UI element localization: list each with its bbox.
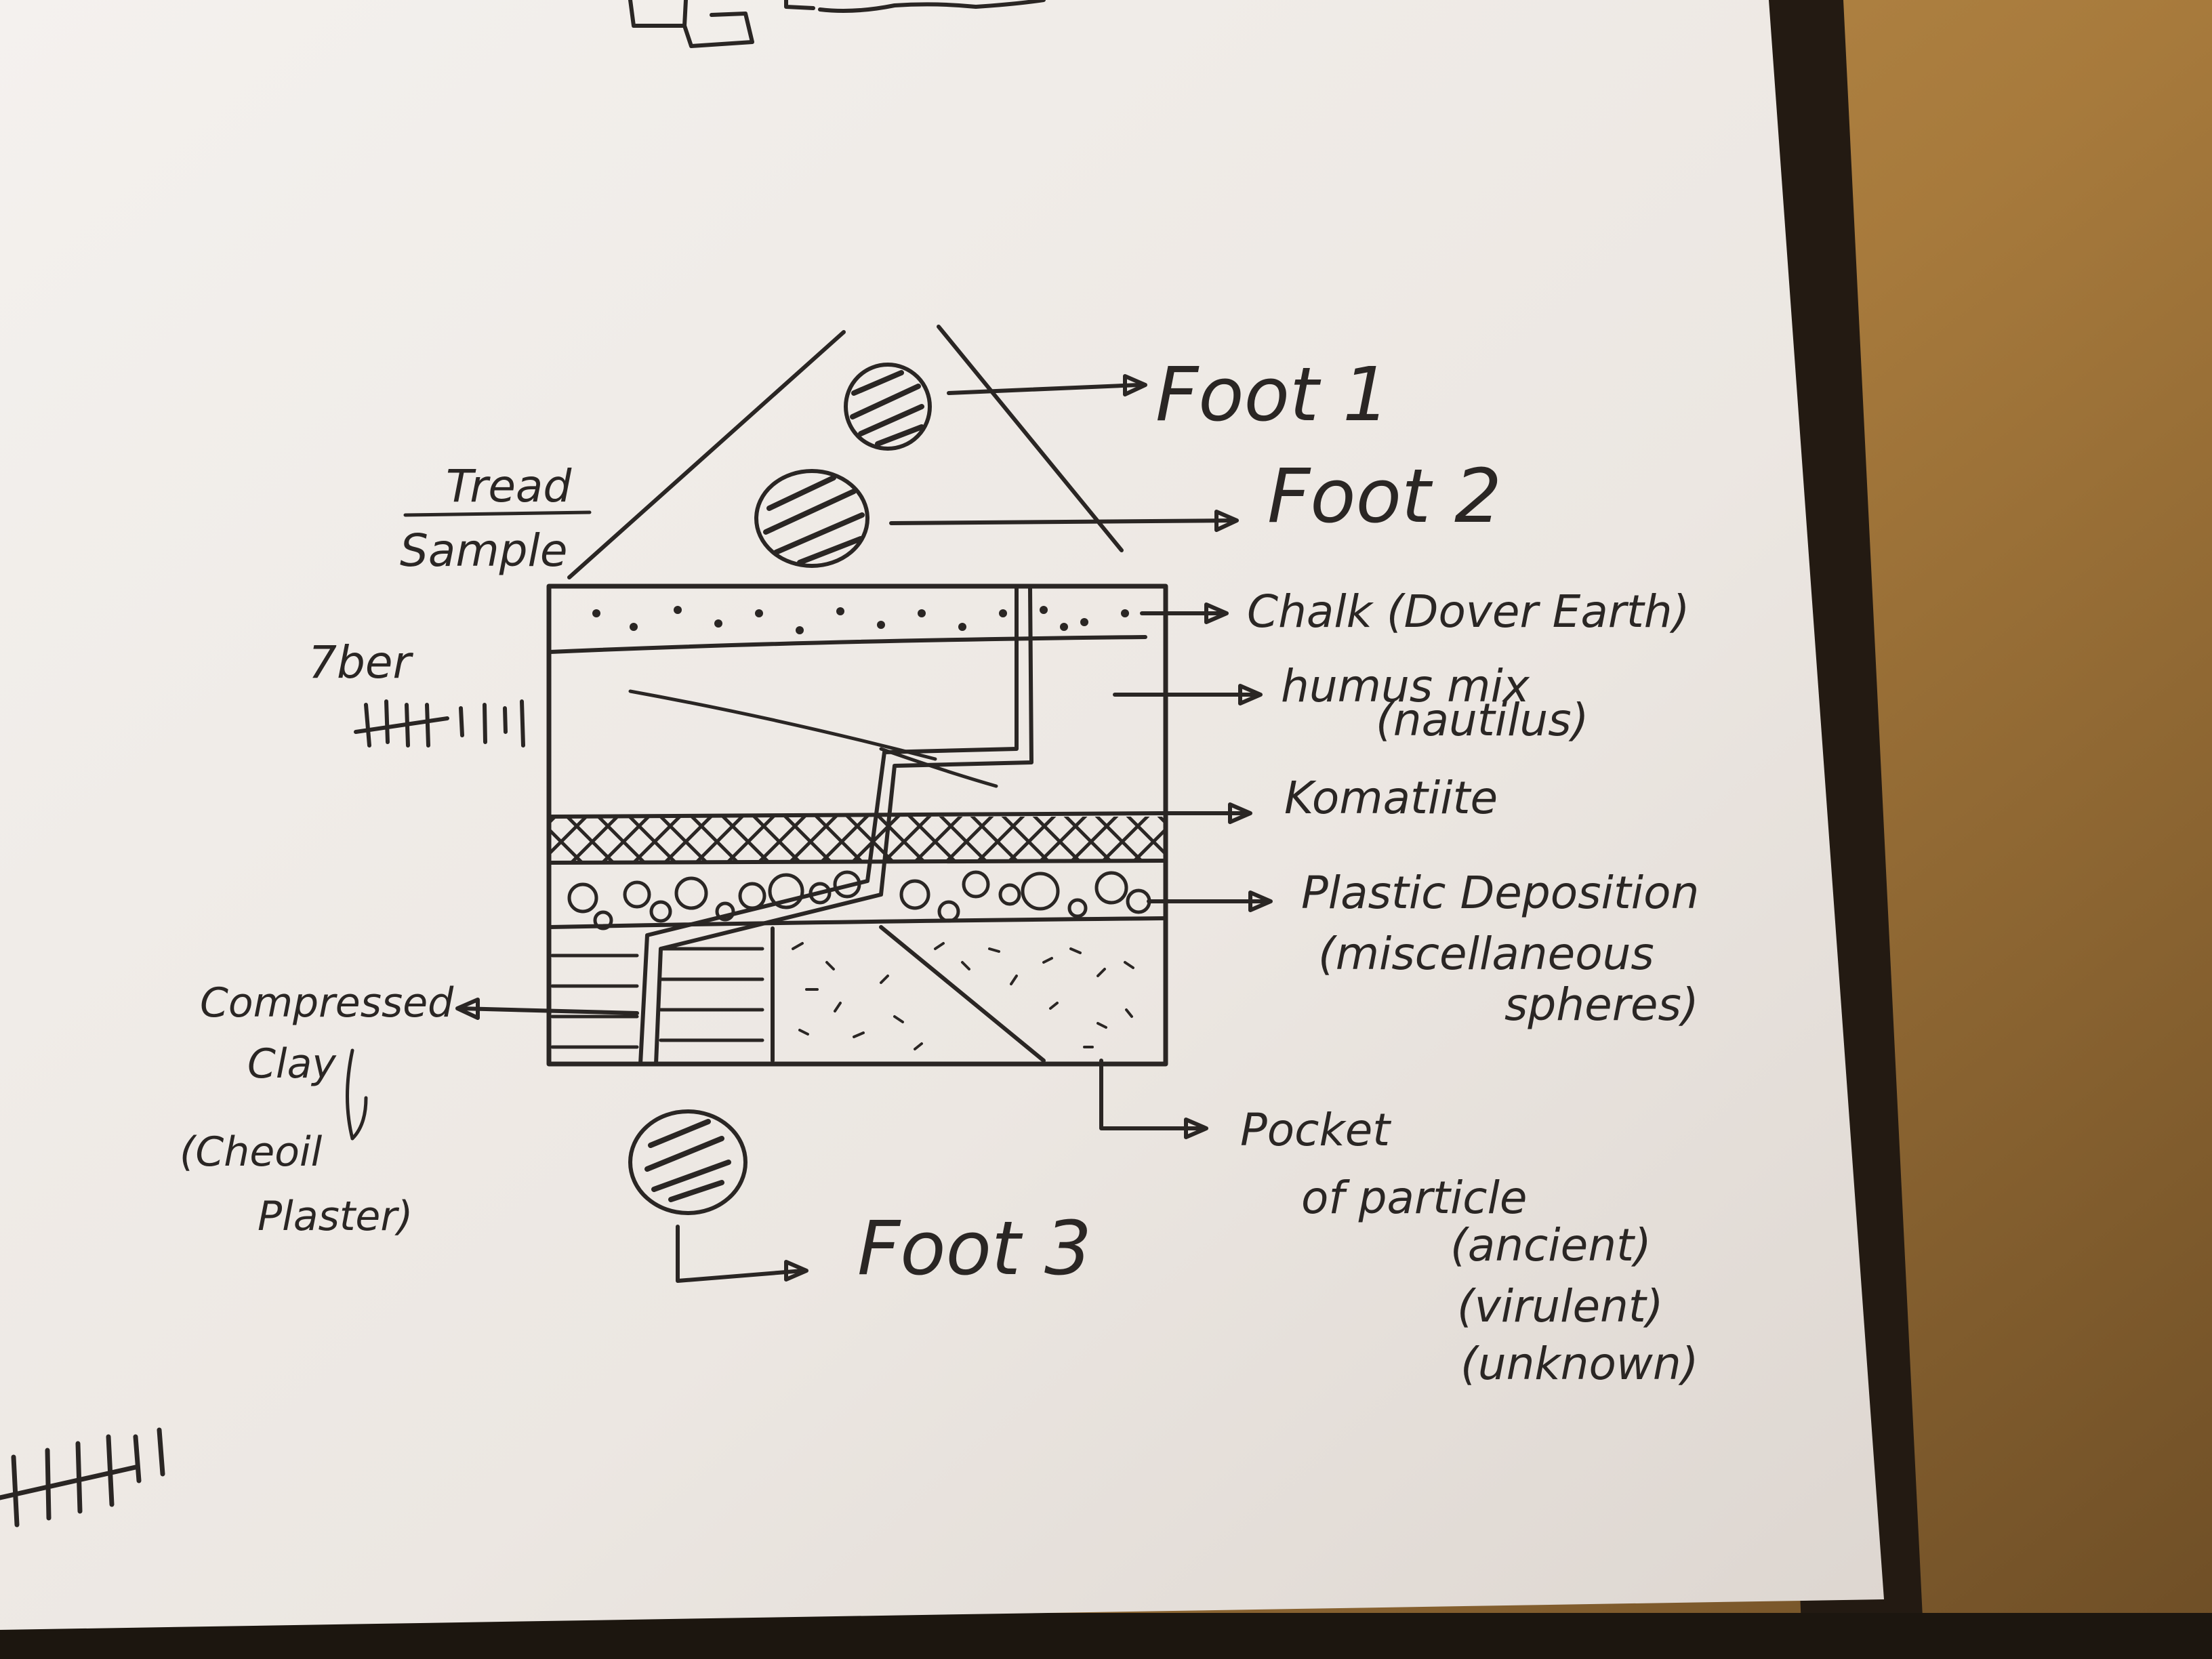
plastic-label-line3: spheres) [1504, 979, 1699, 1031]
month-note: 7ber [308, 636, 413, 689]
chalk-label: Chalk (Dover Earth) [1247, 586, 1689, 638]
clay-label-line4: Plaster) [258, 1193, 413, 1240]
humus-label-line2: (nautilus) [1376, 694, 1589, 746]
komatiite-label: Komatiite [1284, 772, 1498, 824]
pocket-label-line3: (ancient) [1450, 1219, 1652, 1271]
foot-1-label: Foot 1 [1155, 351, 1390, 438]
pocket-label-line5: (unknown) [1460, 1338, 1698, 1390]
clay-label-line1: Compressed [200, 979, 454, 1027]
pocket-label-line4: (virulent) [1457, 1280, 1664, 1332]
plastic-label-line2: (miscellaneous [1318, 928, 1654, 980]
pocket-label-line1: Pocket [1240, 1104, 1391, 1156]
title-line1: Tread [446, 460, 572, 512]
foot-2-label: Foot 2 [1267, 453, 1502, 539]
foot-3-label: Foot 3 [857, 1205, 1092, 1292]
plastic-label-line1: Plastic Deposition [1301, 867, 1699, 919]
pocket-label-line2: of particle [1301, 1172, 1528, 1224]
clay-label-line3: (Cheoil [180, 1128, 323, 1176]
title-line2: Sample [400, 525, 567, 577]
clay-label-line2: Clay [247, 1040, 337, 1088]
